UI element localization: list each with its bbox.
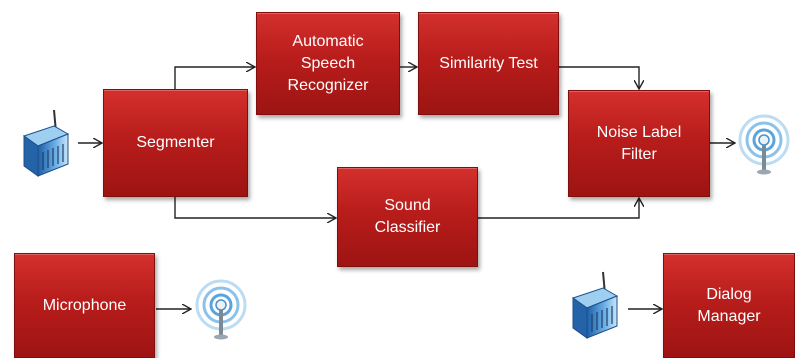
router-icon — [571, 271, 619, 339]
sound-classifier-block: Sound Classifier — [337, 167, 478, 267]
arrow-similarity-to-filter — [559, 66, 639, 88]
arrow-sound-classifier-to-filter — [478, 199, 639, 219]
dialog-manager-block: Dialog Manager — [663, 253, 795, 358]
arrow-segmenter-to-asr — [174, 67, 254, 89]
wireless-signal-icon — [195, 279, 247, 340]
similarity-test-block: Similarity Test — [418, 12, 559, 115]
wireless-signal-icon — [738, 114, 790, 175]
microphone-block: Microphone — [14, 253, 155, 358]
segmenter-block: Segmenter — [103, 89, 248, 197]
arrow-segmenter-to-sound-classifier — [174, 197, 335, 218]
noise-label-filter-block: Noise Label Filter — [568, 90, 710, 197]
router-icon — [22, 109, 70, 177]
automatic-speech-recognizer-block: Automatic Speech Recognizer — [256, 12, 400, 115]
